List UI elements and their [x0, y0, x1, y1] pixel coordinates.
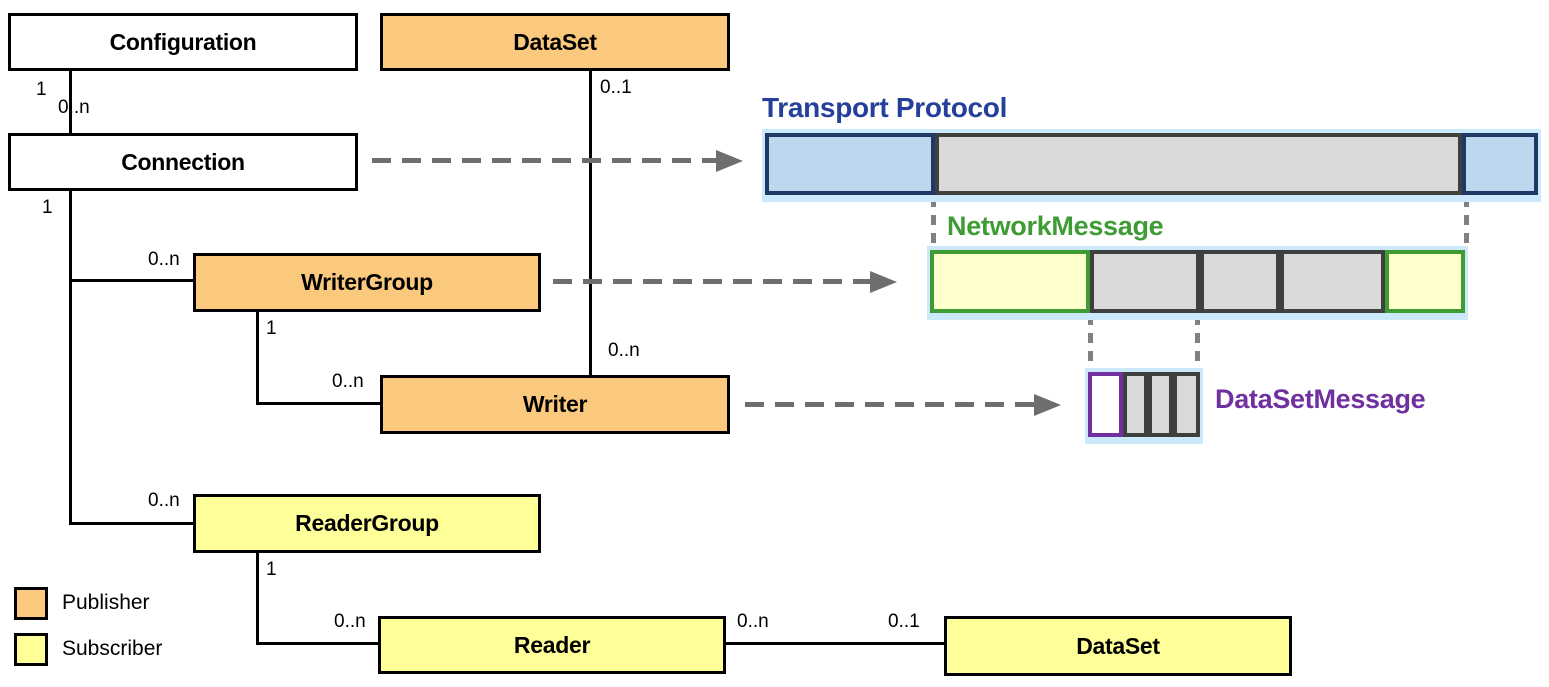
transport-network-left-connector	[931, 197, 936, 249]
multiplicity-label: 0..n	[148, 249, 180, 270]
multiplicity-label: 0..n	[148, 490, 180, 511]
multiplicity-label: 0..n	[737, 611, 769, 632]
datasetmessage-title: DataSetMessage	[1215, 384, 1426, 414]
transport-header-segment	[765, 133, 935, 195]
networkmessage-header-segment	[930, 250, 1090, 313]
connection-box: Connection	[8, 133, 358, 191]
connection-to-transport-arrow	[372, 158, 717, 163]
networkmessage-title: NetworkMessage	[947, 211, 1164, 241]
connector-line-writergroup-drop	[256, 311, 259, 405]
subscriber-legend-swatch	[14, 633, 48, 666]
publisher-legend-swatch	[14, 587, 48, 620]
networkmessage-payload-segment	[1280, 250, 1385, 313]
multiplicity-label: 1	[42, 197, 53, 218]
subscriber-legend-label: Subscriber	[62, 637, 163, 660]
readergroup-box: ReaderGroup	[193, 494, 541, 553]
network-dsm-right-connector	[1195, 315, 1200, 371]
configuration-label: Configuration	[109, 28, 257, 55]
transport-payload-segment	[935, 133, 1462, 195]
publisher-legend-label: Publisher	[62, 591, 150, 614]
datasetmessage-header-segment	[1088, 372, 1123, 437]
connector-line-to-writergroup	[69, 279, 193, 282]
writergroup-label: WriterGroup	[301, 269, 433, 295]
connector-line-to-readergroup	[69, 522, 193, 525]
connector-line-to-reader	[256, 642, 378, 645]
dataset-top-label: DataSet	[513, 28, 597, 55]
transport-protocol-title: Transport Protocol	[762, 92, 1008, 123]
multiplicity-label: 1	[266, 559, 277, 580]
datasetmessage-field-segment	[1173, 372, 1200, 437]
writergroup-to-networkmessage-arrow	[553, 279, 871, 284]
connector-line-to-writer	[256, 402, 380, 405]
connection-label: Connection	[121, 148, 245, 175]
multiplicity-label: 0..1	[888, 611, 920, 632]
connector-line-config-connection	[69, 70, 72, 134]
dataset-bottom-box: DataSet	[944, 616, 1292, 676]
reader-label: Reader	[513, 631, 591, 658]
networkmessage-trailer-segment	[1385, 250, 1465, 313]
networkmessage-payload-segment	[1090, 250, 1200, 313]
reader-box: Reader	[378, 616, 726, 674]
multiplicity-label: 1	[266, 318, 277, 339]
datasetmessage-field-segment	[1123, 372, 1148, 437]
writer-box: Writer	[380, 375, 730, 434]
dataset-top-box: DataSet	[380, 13, 730, 71]
network-dsm-left-connector	[1088, 315, 1093, 371]
multiplicity-label: 1	[36, 79, 47, 100]
datasetmessage-field-segment	[1148, 372, 1173, 437]
dataset-bottom-label: DataSet	[1076, 632, 1160, 659]
writer-to-datasetmessage-arrow	[745, 402, 1035, 407]
transport-network-right-connector	[1464, 197, 1469, 249]
multiplicity-label: 0..n	[334, 611, 366, 632]
multiplicity-label: 0..1	[600, 77, 632, 98]
configuration-box: Configuration	[8, 13, 358, 71]
networkmessage-bar	[927, 246, 1468, 320]
writer-label: Writer	[522, 391, 588, 417]
arrowhead-icon	[1034, 394, 1061, 416]
multiplicity-label: 0..n	[608, 340, 640, 361]
arrowhead-icon	[870, 271, 897, 293]
connector-line-readergroup-drop	[256, 552, 259, 645]
transport-trailer-segment	[1462, 133, 1538, 195]
writergroup-box: WriterGroup	[193, 253, 541, 312]
multiplicity-label: 0..n	[58, 97, 90, 118]
connector-line-reader-dataset	[726, 642, 944, 645]
transport-protocol-bar	[762, 129, 1541, 202]
arrowhead-icon	[716, 150, 743, 172]
readergroup-label: ReaderGroup	[295, 510, 439, 536]
multiplicity-label: 0..n	[332, 371, 364, 392]
connector-line-dataset-writer	[589, 70, 592, 376]
datasetmessage-bar	[1085, 368, 1203, 444]
connector-line-connection-trunk	[69, 190, 72, 525]
networkmessage-payload-segment	[1200, 250, 1280, 313]
